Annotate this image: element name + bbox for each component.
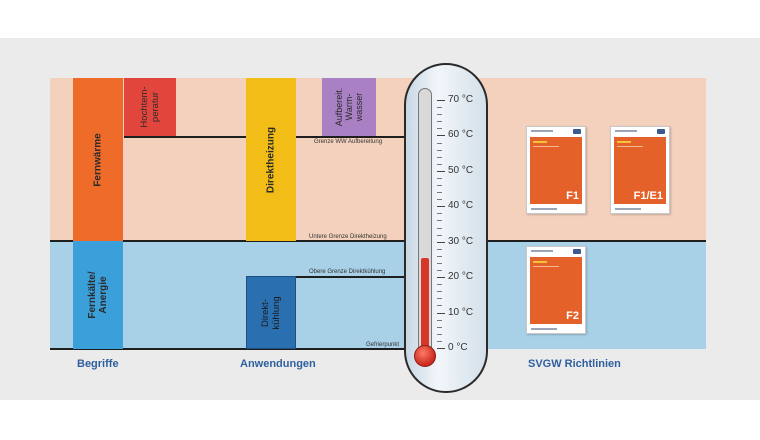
thermometer-minor-tick (437, 262, 442, 264)
thermometer-tick (437, 241, 445, 243)
label-0c: Gefrierpunkt (366, 342, 400, 348)
document-f1: F1 (526, 126, 586, 214)
fernwaerme-bar: Fernwärme (73, 78, 123, 241)
thermometer-minor-tick (437, 255, 442, 257)
label-20c: Obere Grenze Direktkühlung (309, 269, 386, 275)
thermometer-minor-tick (437, 220, 442, 222)
line-30c (50, 240, 706, 242)
diagram-canvas: Fernwärme Hochtem- peratur Direktheizung… (0, 38, 760, 400)
cold-band (50, 241, 706, 349)
thermometer-minor-tick (437, 121, 442, 123)
label-60c: Grenze WW Aufbereitung (314, 139, 383, 145)
thermometer-minor-tick (437, 326, 442, 328)
footer-anwendungen: Anwendungen (240, 358, 316, 370)
thermometer-tick (437, 277, 445, 279)
thermometer-minor-tick (437, 319, 442, 321)
thermometer-minor-tick (437, 107, 442, 109)
thermometer-minor-tick (437, 298, 442, 300)
thermometer-minor-tick (437, 213, 442, 215)
svgw-logo-icon (657, 129, 665, 134)
thermometer-minor-tick (437, 185, 442, 187)
thermometer-minor-tick (437, 199, 442, 201)
thermometer-tick (437, 100, 445, 101)
aufbereitung-bar: Aufbereit. Warm- wasser (322, 78, 376, 136)
svgw-logo-icon (573, 129, 581, 134)
fernkaelte-bar: Fernkälte/ Anergie (73, 241, 123, 349)
thermometer-tick (437, 170, 445, 172)
thermometer-tick-label: 50 °C (448, 164, 474, 176)
thermometer-minor-tick (437, 142, 442, 144)
thermometer-minor-tick (437, 333, 442, 335)
hochtemperatur-bar: Hochtem- peratur (124, 78, 176, 136)
footer-begriffe: Begriffe (77, 358, 119, 370)
document-f1e1-code: F1/E1 (633, 190, 663, 202)
thermometer-minor-tick (437, 340, 442, 342)
fernwaerme-label: Fernwärme (92, 132, 104, 187)
thermometer-bulb (414, 345, 436, 367)
thermometer-minor-tick (437, 234, 442, 236)
thermometer-tick-label: 40 °C (448, 200, 474, 212)
thermometer-minor-tick (437, 291, 442, 293)
direktkuehlung-label: Direkt- kühlung (260, 295, 282, 330)
thermometer-minor-tick (437, 248, 442, 250)
thermometer-tick-label: 0 °C (448, 342, 468, 353)
thermometer-tick-label: 70 °C (448, 94, 474, 105)
thermometer-minor-tick (437, 163, 442, 165)
thermometer-minor-tick (437, 192, 442, 194)
line-20c (296, 276, 406, 278)
thermometer-shell (404, 63, 488, 393)
thermometer-tick-label: 10 °C (448, 306, 474, 318)
thermometer-tick-label: 60 °C (448, 129, 474, 141)
thermometer-tube (418, 88, 432, 356)
thermometer-minor-tick (437, 149, 442, 151)
thermometer-tick (437, 206, 445, 208)
thermometer-mercury (421, 258, 429, 355)
thermometer-minor-tick (437, 305, 442, 307)
thermometer-tick-label: 30 °C (448, 235, 474, 247)
document-f2: F2 (526, 246, 586, 334)
thermometer-minor-tick (437, 114, 442, 116)
fernkaelte-label: Fernkälte/ Anergie (87, 271, 109, 319)
document-f2-code: F2 (566, 310, 579, 322)
thermometer-tick (437, 312, 445, 314)
hochtemperatur-label: Hochtem- peratur (139, 86, 161, 128)
direktheizung-bar: Direktheizung (246, 78, 296, 241)
thermometer-minor-tick (437, 156, 442, 158)
direktkuehlung-bar: Direkt- kühlung (246, 276, 296, 349)
thermometer-minor-tick (437, 227, 442, 229)
thermometer-tick (437, 348, 445, 349)
document-f1-code: F1 (566, 190, 579, 202)
aufbereitung-label: Aufbereit. Warm- wasser (334, 87, 364, 127)
thermometer-minor-tick (437, 270, 442, 272)
thermometer-tick (437, 135, 445, 137)
footer-richtlinien: SVGW Richtlinien (528, 358, 621, 370)
document-f1e1: F1/E1 (610, 126, 670, 214)
thermometer-tick-label: 20 °C (448, 271, 474, 283)
label-30c: Untere Grenze Direktheizung (309, 234, 387, 240)
thermometer-minor-tick (437, 128, 442, 130)
line-0c (50, 348, 406, 350)
svgw-logo-icon (573, 249, 581, 254)
thermometer-minor-tick (437, 284, 442, 286)
thermometer-minor-tick (437, 177, 442, 179)
direktheizung-label: Direktheizung (265, 126, 277, 193)
